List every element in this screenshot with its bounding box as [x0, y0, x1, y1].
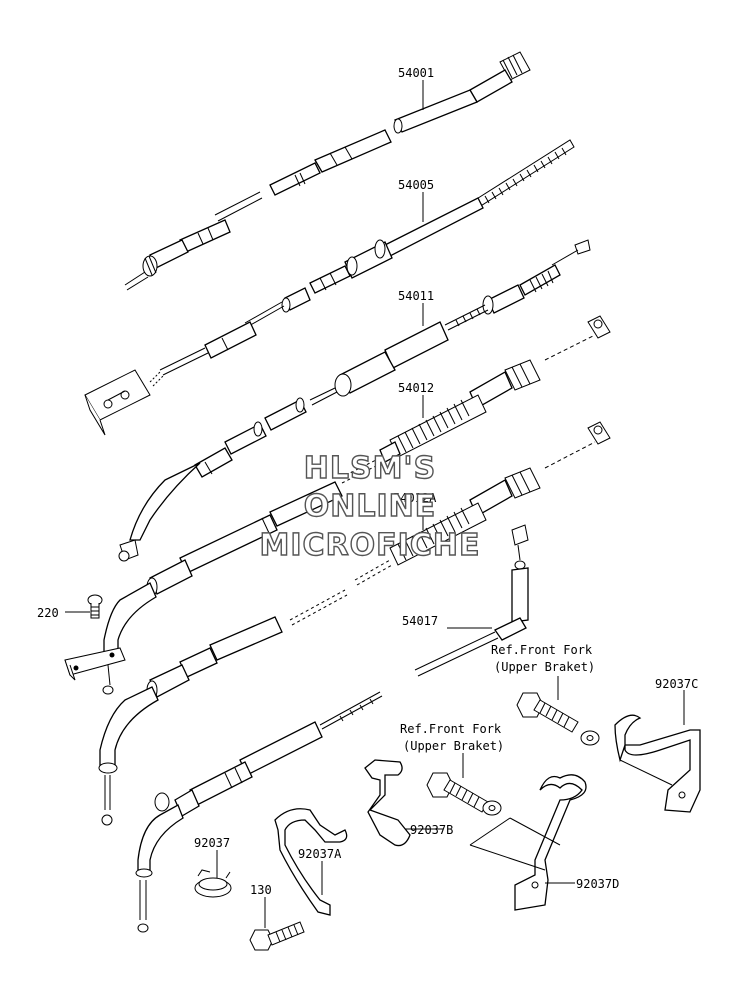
bolt-130 [249, 921, 305, 951]
label-54017: 54017 [402, 614, 438, 628]
label-92037B: 92037B [410, 823, 453, 837]
label-130: 130 [250, 883, 272, 897]
watermark: HLSM'S ONLINE MICROFICHE [259, 450, 481, 563]
label-92037C: 92037C [655, 677, 698, 691]
label-92037: 92037 [194, 836, 230, 850]
bolt-ref-1 [516, 692, 600, 746]
watermark-line-1: HLSM'S [304, 451, 436, 486]
bracket-92037B [364, 759, 411, 847]
part-labels: 54001 54005 54011 54012 54012A 54017 220… [37, 66, 698, 897]
cable-54012 [64, 315, 611, 695]
label-54012: 54012 [398, 381, 434, 395]
bracket-92037D [514, 774, 587, 911]
label-ref-2-line2: (Upper Braket) [403, 739, 504, 753]
clamp-92037 [194, 869, 232, 898]
bolt-220 [87, 594, 103, 619]
label-220: 220 [37, 606, 59, 620]
label-92037A: 92037A [298, 847, 342, 861]
label-54012A: 54012A [393, 491, 437, 505]
leader-lines [65, 80, 685, 928]
label-92037D: 92037D [576, 877, 619, 891]
cable-54001 [124, 51, 531, 291]
watermark-line-2: ONLINE [304, 489, 437, 524]
bolt-ref-2 [426, 772, 502, 816]
label-ref-1-line1: Ref.Front Fork [491, 643, 593, 657]
cable-54005 [84, 139, 575, 436]
label-ref-2-line1: Ref.Front Fork [400, 722, 502, 736]
cable-lower [135, 691, 383, 933]
bracket-92037C [614, 714, 701, 813]
cable-54011 [118, 239, 591, 562]
watermark-line-3: MICROFICHE [260, 528, 481, 563]
label-54005: 54005 [398, 178, 434, 192]
cable-54017 [414, 524, 529, 677]
label-54011: 54011 [398, 289, 434, 303]
bracket-92037A [274, 808, 348, 916]
label-54001: 54001 [398, 66, 434, 80]
label-ref-1-line2: (Upper Braket) [494, 660, 595, 674]
cable-54012A [98, 421, 611, 826]
